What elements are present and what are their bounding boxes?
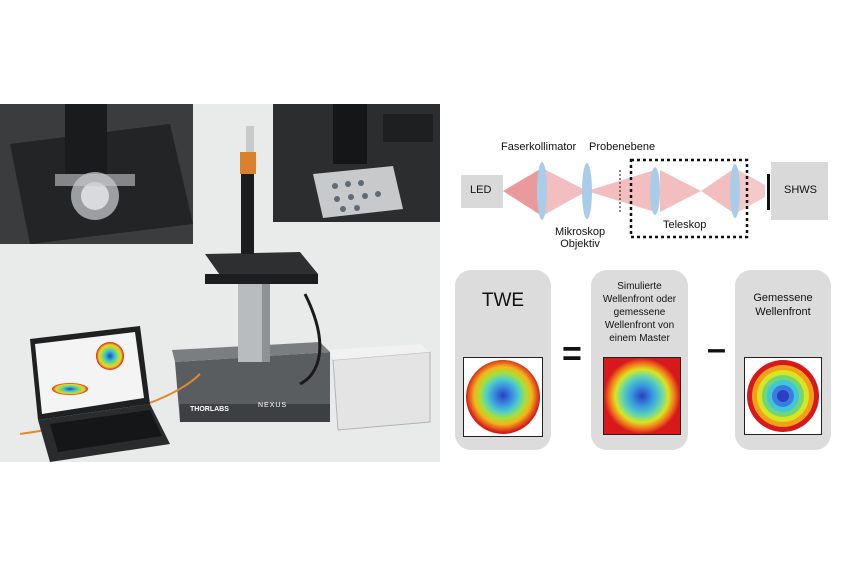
brand-logo-text: THORLABS (190, 406, 229, 413)
lens-telescope-2 (730, 164, 740, 218)
led-box (461, 175, 503, 208)
card-measured-wavefront: Gemessene Wellenfront (735, 270, 831, 450)
card-twe-title: TWE (481, 290, 525, 311)
label-shws: SHWS (784, 184, 817, 196)
card-simulated-title: Simulierte Wellenfront oder gemessene We… (602, 281, 677, 344)
minus-sign: – (707, 330, 726, 368)
setup-photo: THORLABS NEXUS (0, 104, 440, 462)
lens-objective (582, 163, 592, 219)
label-probenebene: Probenebene (589, 141, 656, 153)
card-twe: TWE (455, 270, 551, 450)
inset-photo-sample-stage (0, 104, 193, 244)
measured-wavefront-map (744, 357, 822, 435)
simulated-wavefront-map (603, 357, 681, 435)
inset-photo-lens-array (273, 104, 440, 222)
shws-sensor-line (767, 174, 770, 210)
measurement-diagram: LED Faserkollimator Probenebene Mikrosko… (455, 130, 850, 460)
label-teleskop: Teleskop (663, 219, 707, 231)
label-objektiv: Objektiv (560, 238, 600, 250)
label-mikroskop: Mikroskop (555, 226, 606, 238)
lens-collimator (537, 162, 547, 220)
label-led: LED (470, 184, 492, 196)
measurement-rig-illustration (19, 126, 431, 462)
shws-box (771, 162, 828, 220)
card-measured-title: Gemessene Wellenfront (753, 292, 813, 318)
equals-sign: = (562, 335, 582, 373)
lens-telescope-1 (650, 167, 660, 215)
nexus-logo-text: NEXUS (258, 402, 288, 409)
optical-path-schematic (461, 158, 828, 239)
label-mikroskop-objektiv: Mikroskop Objektiv (555, 226, 605, 250)
label-faserkollimator: Faserkollimator (501, 141, 577, 153)
twe-wavefront-map (463, 357, 543, 437)
card-simulated-wavefront: Simulierte Wellenfront oder gemessene We… (591, 270, 688, 450)
